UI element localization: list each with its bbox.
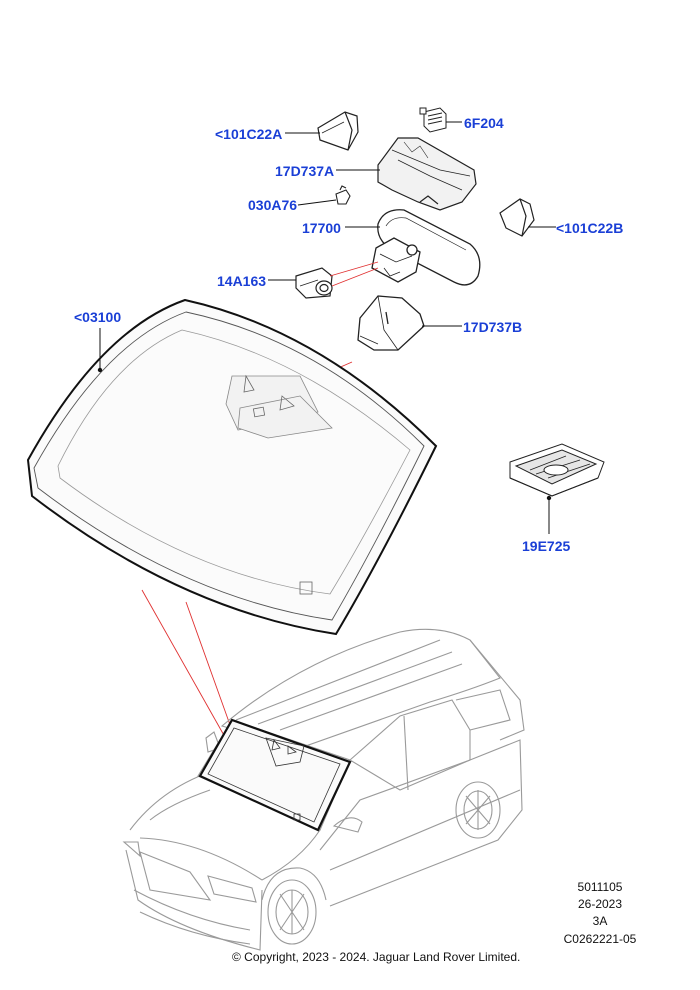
- mirror-cover-lower: [357, 295, 425, 351]
- leader-dot-03100: [97, 367, 103, 373]
- diagram-number: 5011105: [577, 880, 623, 894]
- callout-14A163[interactable]: 14A163: [217, 273, 267, 289]
- clip-030A76: [335, 185, 351, 205]
- sensor-bracket-left: [317, 111, 359, 151]
- callout-030A76[interactable]: 030A76: [248, 197, 298, 213]
- rain-sensor: [295, 267, 333, 299]
- leader-030A76: [297, 199, 337, 206]
- red-leaders-screen-to-car: [141, 589, 235, 747]
- diagram-revision: 3A: [592, 914, 608, 928]
- repair-kit: [509, 443, 605, 497]
- callout-19E725[interactable]: 19E725: [522, 538, 571, 554]
- callout-6F204[interactable]: 6F204: [464, 115, 504, 131]
- copyright-notice: © Copyright, 2023 - 2024. Jaguar Land Ro…: [232, 950, 521, 964]
- windscreen: [26, 298, 438, 636]
- vehicle: [122, 628, 525, 951]
- sensor-bracket-right: [499, 198, 535, 237]
- callout-03100[interactable]: <03100: [74, 309, 122, 325]
- callout-17D737A[interactable]: 17D737A: [275, 163, 335, 179]
- rear-view-mirror: [371, 209, 481, 286]
- callout-101C22B[interactable]: <101C22B: [556, 220, 624, 236]
- callout-17D737B[interactable]: 17D737B: [463, 319, 523, 335]
- callout-101C22A[interactable]: <101C22A: [215, 126, 283, 142]
- vehicle-windscreen-highlight: [198, 718, 352, 832]
- diagram-date: 26-2023: [577, 897, 623, 911]
- clip-6F204: [419, 107, 447, 133]
- callout-17700[interactable]: 17700: [302, 220, 341, 236]
- mirror-cover-upper: [377, 137, 477, 211]
- leader-dot-19E725: [546, 495, 552, 501]
- diagram-code: C0262221-05: [563, 932, 637, 946]
- red-leaders-sensor: [329, 261, 379, 287]
